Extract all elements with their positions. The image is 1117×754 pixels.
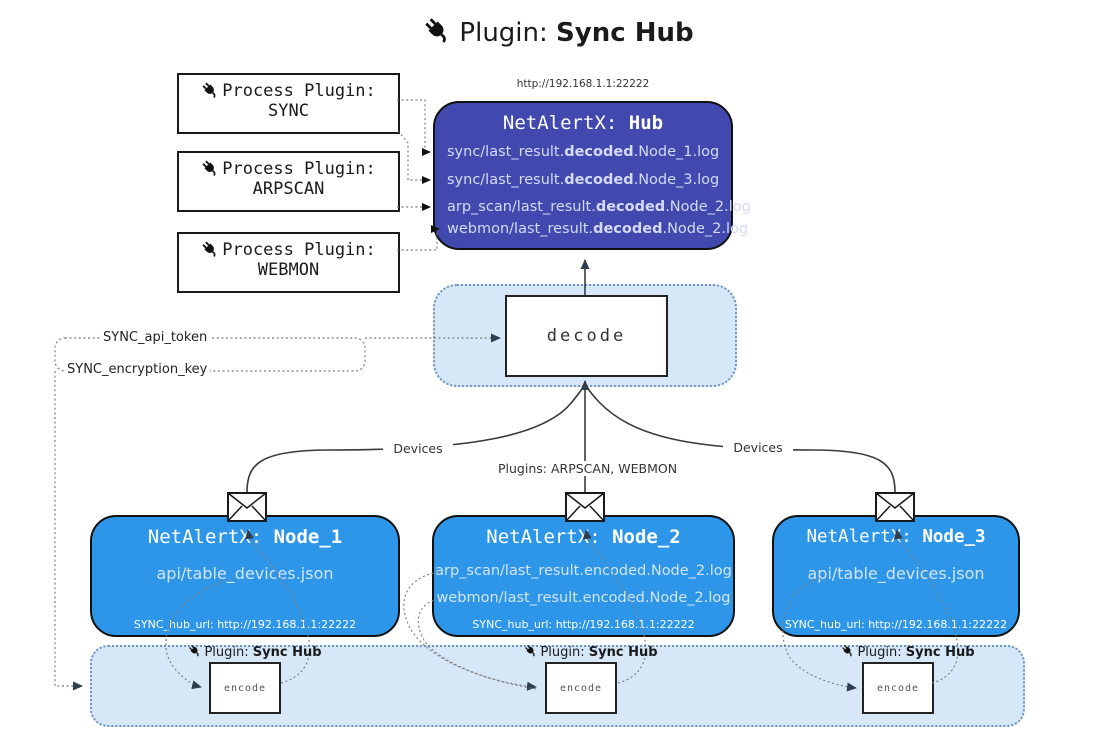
plug-icon xyxy=(842,645,853,657)
process-plugin-name: ARPSCAN xyxy=(252,179,325,199)
encode3-box: encode xyxy=(862,662,934,714)
hub-url-label: http://192.168.1.1:22222 xyxy=(516,78,650,90)
encoder3-plugin-label: Plugin: Sync Hub xyxy=(823,644,993,660)
process-plugin-name: SYNC xyxy=(268,101,309,121)
node-title-name: Node_1 xyxy=(273,526,343,548)
log-pre: webmon/last_result. xyxy=(447,221,594,237)
node1-box xyxy=(90,515,400,637)
node-title-prefix: NetAlertX: xyxy=(486,526,613,548)
node-title-prefix: NetAlertX: xyxy=(147,526,274,548)
process-plugin-label: Process Plugin: xyxy=(222,159,376,179)
encode1-box: encode xyxy=(209,662,281,714)
plug-icon xyxy=(525,645,536,657)
decode-box: decode xyxy=(505,295,668,377)
log-post: .Node_2.log xyxy=(662,221,749,237)
envelope-icon xyxy=(227,492,267,522)
log-pre: sync/last_result. xyxy=(447,172,565,188)
node3-file: api/table_devices.json xyxy=(807,564,985,583)
process-plugin-arpscan-box: Process Plugin: ARPSCAN xyxy=(177,151,400,212)
sync-encryption-key-label: SYNC_encryption_key xyxy=(64,362,211,377)
node-title-prefix: NetAlertX: xyxy=(806,527,923,547)
plugin-label-name: Sync Hub xyxy=(905,645,975,660)
envelope-icon xyxy=(875,492,915,522)
log-post: .Node_1.log xyxy=(633,144,720,160)
edge-label-devices-right: Devices xyxy=(723,440,793,455)
encoder2-plugin-label: Plugin: Sync Hub xyxy=(506,644,676,660)
plug-icon xyxy=(425,18,447,43)
node2-hub-url: SYNC_hub_url: http://192.168.1.1:22222 xyxy=(472,618,695,631)
hub-title-prefix: NetAlertX: xyxy=(502,112,629,134)
plug-icon xyxy=(202,82,216,99)
process-plugin-label: Process Plugin: xyxy=(222,81,376,101)
plugin-label-prefix: Plugin: xyxy=(204,645,253,660)
edge-label-devices-left: Devices xyxy=(383,441,453,456)
hub-log-line: sync/last_result.decoded.Node_1.log xyxy=(447,144,733,160)
log-bold: decoded xyxy=(564,144,634,160)
hub-log-line: arp_scan/last_result.decoded.Node_2.log xyxy=(447,199,751,215)
node-title-name: Node_2 xyxy=(612,526,681,548)
node1-title: NetAlertX: Node_1 xyxy=(90,526,400,548)
node-title-name: Node_3 xyxy=(922,527,986,547)
plug-icon xyxy=(202,241,216,258)
process-plugin-name: WEBMON xyxy=(257,260,320,280)
hub-box xyxy=(433,101,733,250)
hub-title: NetAlertX: Hub xyxy=(433,112,733,134)
encode2-box: encode xyxy=(545,662,617,714)
plugin-label-name: Sync Hub xyxy=(252,645,322,660)
process-plugin-sync-box: Process Plugin: SYNC xyxy=(177,73,400,134)
edge-sync-to-hub-log2 xyxy=(397,130,431,184)
log-bold: decoded xyxy=(593,221,663,237)
edge-sync-to-hub-log1 xyxy=(397,99,431,156)
sync-api-token-label: SYNC_api_token xyxy=(100,330,211,345)
process-plugin-label: Process Plugin: xyxy=(222,240,376,260)
node3-title: NetAlertX: Node_3 xyxy=(772,527,1020,547)
page-title: Plugin: Sync Hub xyxy=(0,16,1117,48)
edge-webmon-to-hub-log4 xyxy=(397,225,440,251)
process-plugin-webmon-box: Process Plugin: WEBMON xyxy=(177,232,400,293)
hub-log-line: webmon/last_result.decoded.Node_2.log xyxy=(447,221,748,237)
plugin-label-prefix: Plugin: xyxy=(857,645,906,660)
page-title-prefix: Plugin: xyxy=(459,18,557,48)
node2-file: webmon/last_result.encoded.Node_2.log xyxy=(436,590,731,606)
edge-secrets-to-encoders xyxy=(54,371,83,691)
node1-file: api/table_devices.json xyxy=(156,564,334,583)
node2-file: arp_scan/last_result.encoded.Node_2.log xyxy=(435,563,732,579)
log-pre: sync/last_result. xyxy=(447,144,565,160)
log-pre: arp_scan/last_result. xyxy=(447,199,596,215)
edge-label-plugins: Plugins: ARPSCAN, WEBMON xyxy=(498,461,678,476)
log-bold: decoded xyxy=(564,172,634,188)
node1-hub-url: SYNC_hub_url: http://192.168.1.1:22222 xyxy=(133,618,357,631)
log-post: .Node_3.log xyxy=(633,172,720,188)
plugin-label-name: Sync Hub xyxy=(588,645,658,660)
encoder1-plugin-label: Plugin: Sync Hub xyxy=(170,644,340,660)
plug-icon xyxy=(202,160,216,177)
node3-hub-url: SYNC_hub_url: http://192.168.1.1:22222 xyxy=(784,618,1008,631)
envelope-icon xyxy=(565,492,605,522)
plugin-label-prefix: Plugin: xyxy=(540,645,589,660)
hub-log-line: sync/last_result.decoded.Node_3.log xyxy=(447,172,733,188)
page-title-name: Sync Hub xyxy=(556,18,694,48)
log-post: .Node_2.log xyxy=(665,199,751,215)
node2-title: NetAlertX: Node_2 xyxy=(432,526,735,548)
log-bold: decoded xyxy=(595,199,666,215)
plug-icon xyxy=(189,645,200,657)
hub-title-name: Hub xyxy=(628,112,664,134)
